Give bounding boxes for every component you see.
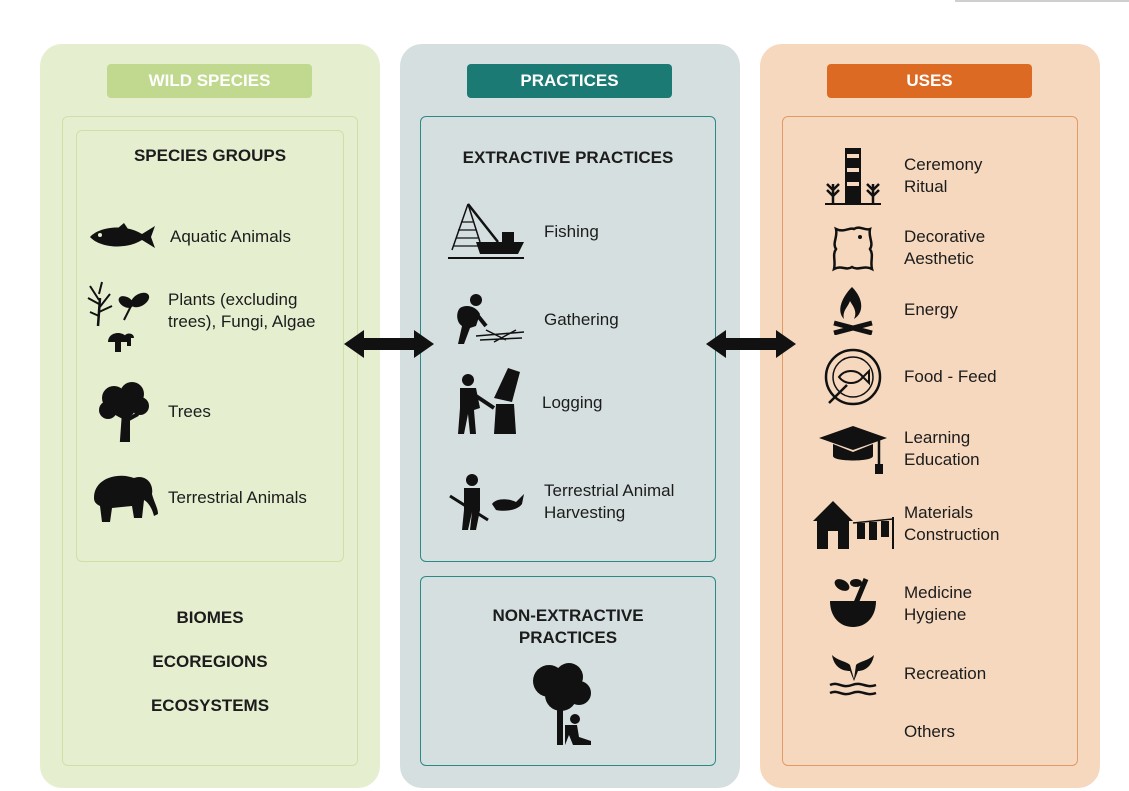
- practice-item-label: Gathering: [544, 310, 619, 329]
- wild-species-panel: WILD SPECIES SPECIES GROUPS Aquatic Anim…: [40, 44, 380, 788]
- mortar-herbs-icon: [808, 576, 898, 632]
- species-item-label: Terrestrial Animals: [168, 488, 307, 507]
- species-item-terrestrial: Terrestrial Animals: [88, 468, 307, 528]
- uses-tag: USES: [827, 64, 1032, 98]
- use-item-label: Materials Construction: [904, 503, 1000, 544]
- ecosystems-label: ECOSYSTEMS: [150, 696, 270, 715]
- non-extractive-practices-heading: NON-EXTRACTIVE PRACTICES: [492, 606, 644, 647]
- species-item-trees: Trees: [96, 382, 211, 442]
- use-item-learning: Learning Education: [808, 420, 980, 478]
- logging-person-icon: [450, 368, 526, 438]
- species-item-label: Trees: [168, 402, 211, 421]
- fishing-boat-icon: [446, 202, 526, 262]
- extractive-practices-heading: EXTRACTIVE PRACTICES: [462, 148, 674, 167]
- totem-icon: [808, 146, 898, 206]
- use-item-label: Decorative Aesthetic: [904, 227, 986, 268]
- gathering-person-icon: [446, 292, 526, 348]
- use-item-medicine: Medicine Hygiene: [808, 576, 972, 632]
- biomes-label: BIOMES: [176, 608, 244, 627]
- use-item-energy: Energy: [808, 284, 958, 336]
- use-item-label: Recreation: [904, 664, 987, 683]
- practice-item-terrestrial-harvesting: Terrestrial Animal Harvesting: [446, 472, 674, 532]
- practices-panel: PRACTICES EXTRACTIVE PRACTICES Fishing G…: [400, 44, 740, 788]
- use-item-ceremony: Ceremony Ritual: [808, 146, 982, 206]
- campfire-icon: [808, 284, 898, 336]
- species-item-label: Aquatic Animals: [170, 227, 291, 246]
- use-item-label: Food - Feed: [904, 367, 997, 386]
- use-item-label: Others: [904, 722, 956, 741]
- wild-species-tag: WILD SPECIES: [107, 64, 312, 98]
- use-item-label: Medicine Hygiene: [904, 583, 973, 624]
- practices-tag: PRACTICES: [467, 64, 672, 98]
- double-arrow-species-practices: [344, 328, 434, 360]
- species-groups-box: SPECIES GROUPS: [76, 130, 344, 562]
- practice-item-label: Fishing: [544, 222, 599, 241]
- use-item-label: Ceremony Ritual: [904, 155, 983, 196]
- species-groups-heading: SPECIES GROUPS: [133, 146, 287, 165]
- ecoregions-label: ECOREGIONS: [152, 652, 268, 671]
- tree-icon: [96, 382, 152, 442]
- whale-tail-icon: [808, 648, 898, 700]
- practice-item-logging: Logging: [450, 368, 603, 438]
- fish-plate-icon: [808, 346, 898, 408]
- species-item-plants: Plants (excluding trees), Fungi, Algae: [84, 280, 315, 356]
- practice-item-fishing: Fishing: [446, 202, 599, 262]
- double-arrow-practices-uses: [706, 328, 796, 360]
- person-under-tree-icon: [529, 663, 595, 747]
- uses-box: [782, 116, 1078, 766]
- practice-item-label: Terrestrial Animal Harvesting: [544, 481, 675, 522]
- plant-fungi-icon: [84, 280, 158, 356]
- uses-panel: USES Ceremony Ritual Decorative Aestheti…: [760, 44, 1100, 788]
- graduation-cap-icon: [808, 420, 898, 478]
- use-item-materials: Materials Construction: [808, 494, 999, 554]
- use-item-recreation: Recreation: [808, 648, 986, 700]
- use-item-decorative: Decorative Aesthetic: [808, 222, 985, 274]
- hut-icon: [808, 494, 898, 554]
- top-divider: [955, 0, 1129, 2]
- wild-species-outer-box: [62, 116, 358, 766]
- practice-item-label: Logging: [542, 393, 603, 412]
- practice-item-gathering: Gathering: [446, 292, 619, 348]
- hunter-icon: [446, 472, 526, 532]
- use-item-label: Energy: [904, 300, 958, 319]
- elephant-icon: [88, 468, 160, 528]
- hide-icon: [808, 222, 898, 274]
- use-item-label: Learning Education: [904, 428, 980, 469]
- use-item-others: Others: [808, 720, 955, 744]
- use-item-food: Food - Feed: [808, 346, 997, 408]
- non-extractive-practices-box: NON-EXTRACTIVE PRACTICES: [420, 576, 716, 766]
- species-item-aquatic: Aquatic Animals: [88, 220, 291, 254]
- fish-icon: [88, 220, 158, 254]
- species-item-label: Plants (excluding trees), Fungi, Algae: [168, 290, 316, 331]
